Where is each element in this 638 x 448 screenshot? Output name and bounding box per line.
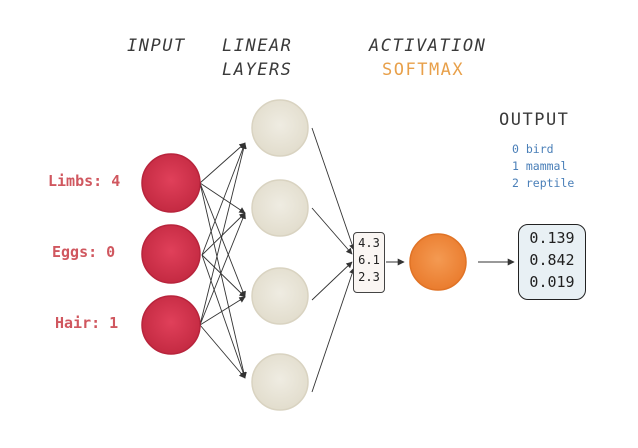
hidden-node [251,99,309,157]
hidden-node [251,353,309,411]
feature-label-limbs: Limbs: 4 [48,172,121,190]
edge [201,254,246,298]
logit-value: 2.3 [358,270,380,284]
header-linear-line1: LINEAR [222,36,293,56]
edge [199,212,246,326]
header-activation: ACTIVATION [369,36,487,56]
input-to-hidden-edges [199,142,247,379]
edge [311,207,353,255]
hidden-nodes [251,99,309,411]
legend-item-bird: 0 bird [512,142,554,156]
probability-value: 0.139 [529,229,575,247]
input-node-limbs [141,153,201,213]
input-nodes [141,153,201,355]
header-output: OUTPUT [499,110,570,130]
logits-box: 4.3 6.1 2.3 [353,232,385,293]
hidden-node [251,179,309,237]
edge [311,127,356,251]
edge [199,182,247,379]
hidden-node [251,267,309,325]
input-node-hair [141,295,201,355]
softmax-node [409,233,467,291]
edge [201,142,246,256]
edge [199,324,246,379]
probability-value: 0.019 [529,273,575,291]
output-probabilities-box: 0.139 0.842 0.019 [518,224,586,300]
edge [199,142,246,184]
header-linear-line2: LAYERS [222,60,293,80]
hidden-to-logits-edges [311,127,356,393]
logit-value: 4.3 [358,236,380,250]
legend-item-reptile: 2 reptile [512,176,575,190]
header-softmax: SOFTMAX [382,60,465,80]
feature-label-hair: Hair: 1 [55,314,119,332]
legend-item-mammal: 1 mammal [512,159,568,173]
edge [311,267,356,393]
edge [199,182,246,298]
edge [199,142,247,326]
edge [311,261,353,301]
feature-label-eggs: Eggs: 0 [52,243,116,261]
logit-value: 6.1 [358,253,380,267]
edge [201,212,246,256]
input-node-eggs [141,224,201,284]
edge [199,182,246,214]
edge [201,254,247,379]
edge [199,296,246,326]
probability-value: 0.842 [529,251,575,269]
header-input: INPUT [127,36,186,56]
